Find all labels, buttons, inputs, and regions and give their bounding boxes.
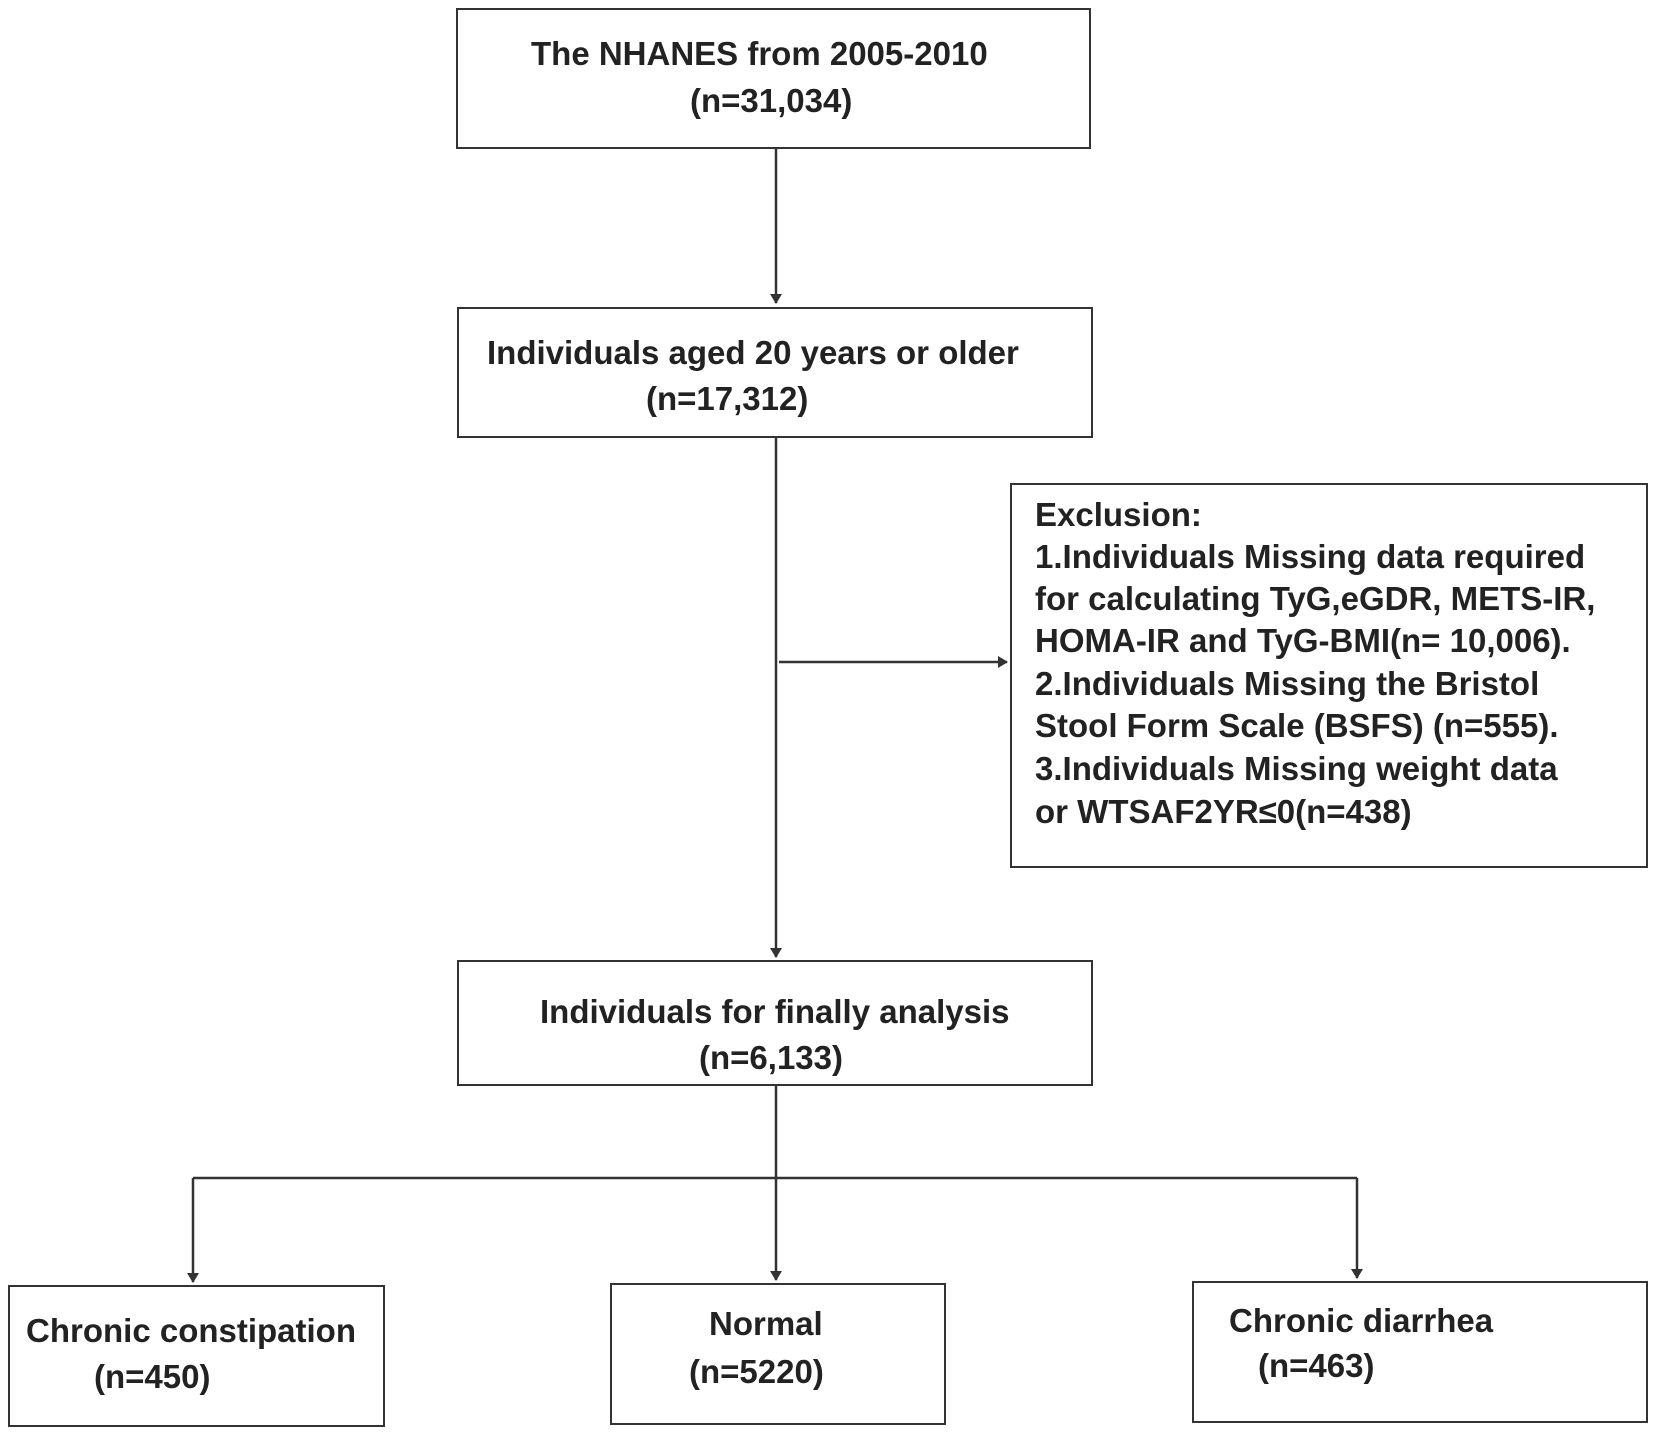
diarrhea-title: Chronic diarrhea bbox=[1229, 1302, 1494, 1339]
source-count: (n=31,034) bbox=[690, 82, 853, 119]
exclusion-line: for calculating TyG,eGDR, METS-IR, bbox=[1035, 580, 1596, 617]
final-box bbox=[457, 960, 1093, 1086]
adults-count: (n=17,312) bbox=[646, 380, 809, 417]
adults-title: Individuals aged 20 years or older bbox=[487, 334, 1019, 371]
exclusion-line: HOMA-IR and TyG-BMI(n= 10,006). bbox=[1035, 622, 1571, 659]
source-box bbox=[456, 8, 1091, 149]
normal-title: Normal bbox=[709, 1305, 823, 1342]
source-title: The NHANES from 2005-2010 bbox=[531, 35, 988, 72]
normal-count: (n=5220) bbox=[689, 1353, 824, 1390]
exclusion-box bbox=[1010, 483, 1648, 868]
exclusion-line: 1.Individuals Missing data required bbox=[1035, 538, 1586, 575]
exclusion-line: Exclusion: bbox=[1035, 496, 1202, 533]
exclusion-line: Stool Form Scale (BSFS) (n=555). bbox=[1035, 707, 1559, 744]
exclusion-line: 3.Individuals Missing weight data bbox=[1035, 750, 1558, 787]
exclusion-line: 2.Individuals Missing the Bristol bbox=[1035, 665, 1540, 702]
adults-box bbox=[457, 307, 1093, 438]
constipation-title: Chronic constipation bbox=[26, 1312, 356, 1349]
diarrhea-count: (n=463) bbox=[1258, 1347, 1375, 1384]
final-title: Individuals for finally analysis bbox=[540, 993, 1010, 1030]
exclusion-line: or WTSAF2YR≤0(n=438) bbox=[1035, 793, 1412, 830]
normal-box bbox=[610, 1283, 946, 1425]
constipation-count: (n=450) bbox=[94, 1358, 211, 1395]
constipation-box bbox=[8, 1285, 385, 1427]
final-count: (n=6,133) bbox=[699, 1039, 843, 1076]
diarrhea-box bbox=[1192, 1281, 1648, 1423]
